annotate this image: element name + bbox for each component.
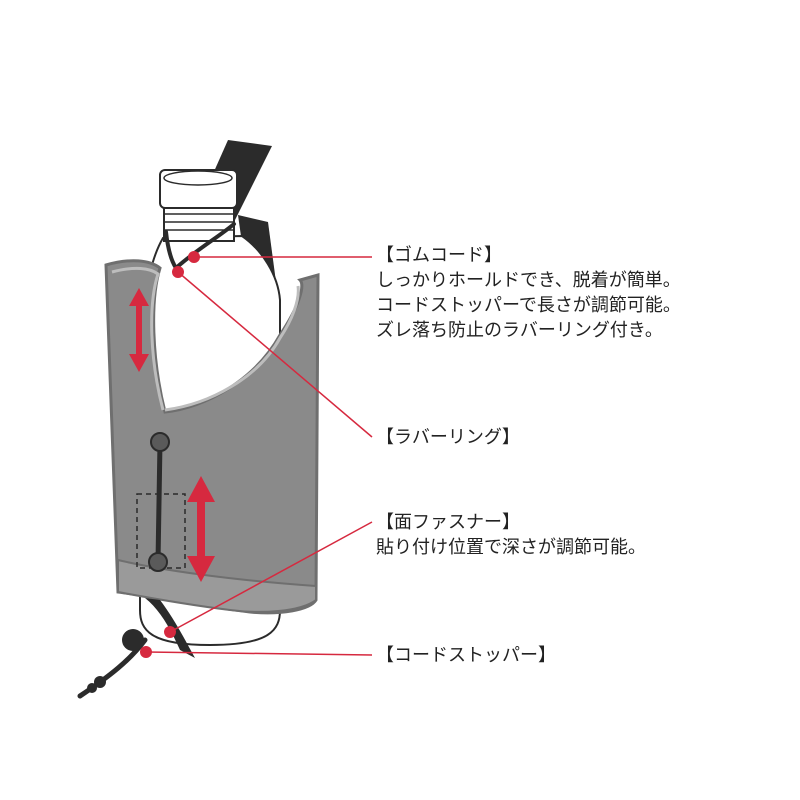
callout-velcro: 【面ファスナー】 貼り付け位置で深さが調節可能。 <box>376 510 646 560</box>
callout-velcro-title: 【面ファスナー】 <box>376 512 520 533</box>
leader-lines <box>145 256 373 656</box>
callout-gum-cord-title: 【ゴムコード】 <box>376 245 502 266</box>
marker-dots <box>140 251 200 658</box>
gum-cord <box>164 222 236 270</box>
dot-gum-cord <box>188 251 200 263</box>
leader-velcro <box>169 521 373 633</box>
callout-gum-cord-line: コードストッパーで長さが調節可能。 <box>376 295 681 316</box>
callout-cord-stopper-title: 【コードストッパー】 <box>376 645 556 666</box>
callout-cord-stopper: 【コードストッパー】 <box>376 643 556 668</box>
cord-slot <box>148 432 170 572</box>
callout-rubber-ring: 【ラバーリング】 <box>376 425 520 450</box>
dot-rubber-ring <box>172 266 184 278</box>
depth-adjust-arrow <box>187 476 215 582</box>
callout-gum-cord-line: ズレ落ち防止のラバーリング付き。 <box>376 320 663 341</box>
bottle-neck <box>163 204 235 242</box>
callout-velcro-line: 貼り付け位置で深さが調節可能。 <box>376 537 646 558</box>
dot-cord-stopper <box>140 646 152 658</box>
leader-cord-stopper <box>145 651 373 656</box>
callout-gum-cord-line: しっかりホールドでき、脱着が簡単。 <box>376 270 681 291</box>
callout-rubber-ring-title: 【ラバーリング】 <box>376 427 520 448</box>
callout-gum-cord: 【ゴムコード】 しっかりホールドでき、脱着が簡単。 コードストッパーで長さが調節… <box>376 243 681 343</box>
length-adjust-arrow <box>129 288 149 372</box>
dot-velcro <box>164 626 176 638</box>
cord-stopper <box>122 629 144 651</box>
leader-rubber-ring <box>177 271 373 438</box>
